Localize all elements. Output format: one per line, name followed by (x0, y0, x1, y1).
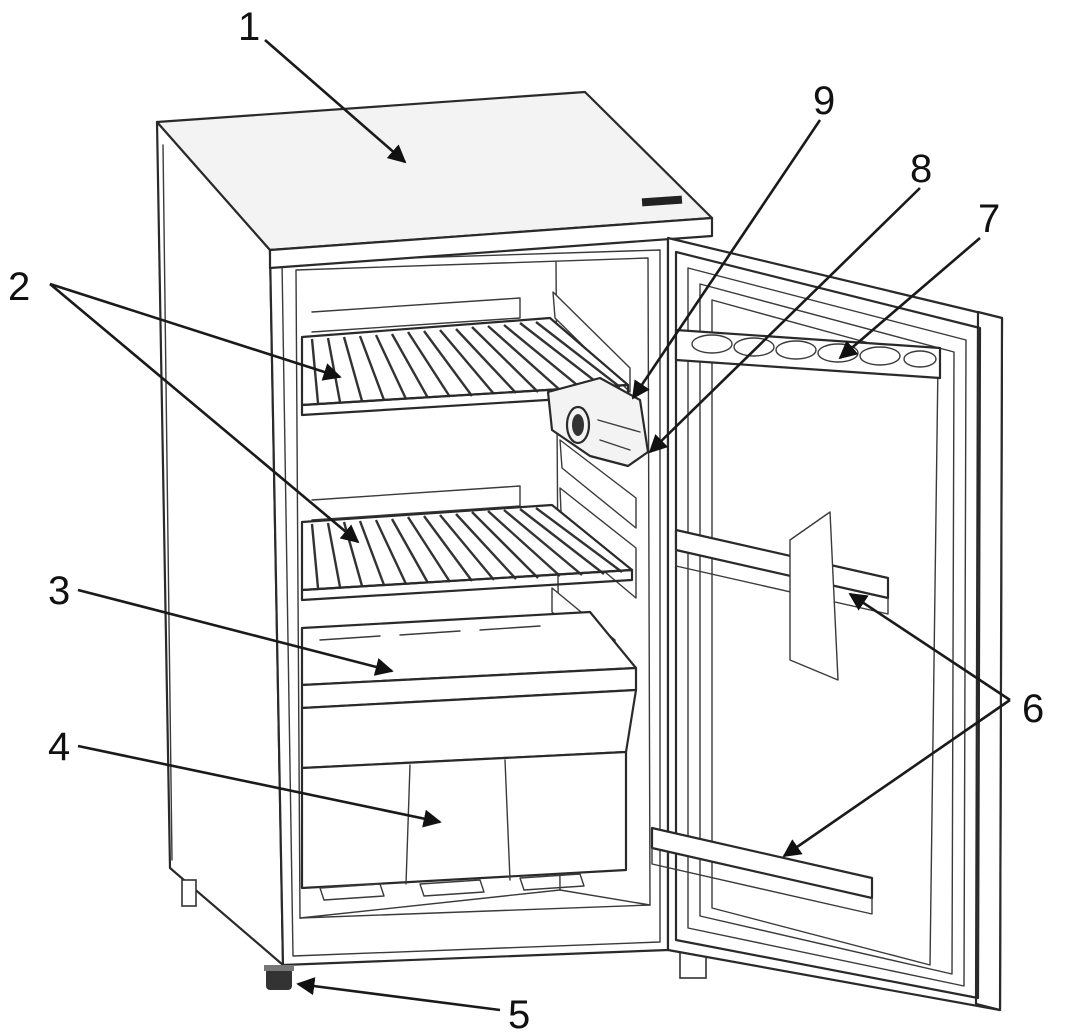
leader-2b (49, 283, 360, 544)
adjustable-foot (181, 879, 707, 990)
upper-shelf (300, 297, 630, 417)
top-cover (155, 90, 714, 270)
callout-7: 7 (978, 197, 1000, 241)
leader-3 (77, 588, 394, 676)
callout-5: 5 (508, 993, 530, 1034)
leader-4 (77, 744, 442, 828)
leader-7 (838, 237, 981, 360)
leader-6b (782, 698, 1011, 858)
callout-1: 1 (238, 5, 260, 49)
callout-9: 9 (813, 79, 835, 123)
callout-3: 3 (48, 569, 70, 613)
leader-9 (631, 119, 822, 400)
leader-lines (49, 39, 1011, 1012)
door-shelf-upper (674, 511, 890, 681)
leader-2a (49, 282, 342, 381)
crisper-drawer (300, 688, 638, 901)
callout-2: 2 (8, 265, 30, 309)
leader-5 (296, 977, 501, 1012)
thermostat-housing (546, 376, 650, 468)
callout-4: 4 (48, 725, 70, 769)
leader-6a (848, 592, 1011, 702)
callout-6: 6 (1022, 687, 1044, 731)
leader-1 (264, 39, 407, 164)
door-shelf-lower (650, 826, 874, 915)
callout-labels: 1 2 3 4 5 6 7 8 9 (8, 5, 1044, 1034)
lower-shelf (300, 485, 634, 602)
leader-8 (648, 187, 921, 454)
callout-8: 8 (910, 147, 932, 191)
